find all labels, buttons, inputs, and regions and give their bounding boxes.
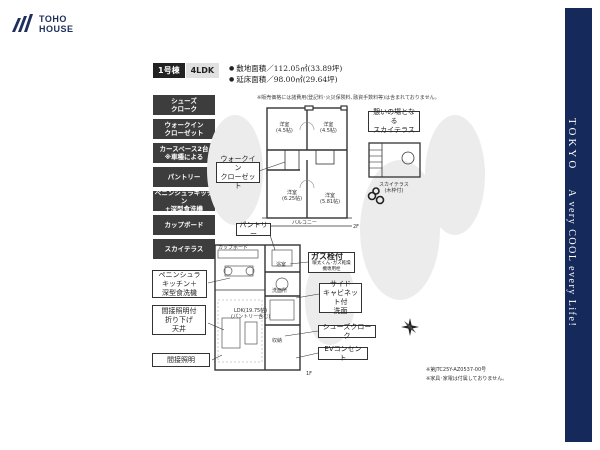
callout-text: スカイテラス [373,126,415,134]
floor-2-tag: 2F [353,224,360,230]
callout-text: 間接照明付 [161,306,197,315]
floor-1-plan [214,244,301,371]
price-note: ※販売価格には諸費用(登記料･火災保険料､融資手数料等)は含まれておりません。 [257,95,440,101]
room-size: (4.5帖) [276,128,293,134]
callout-text: 憩いの場となる [373,108,415,125]
feature-text: クローク [171,105,197,113]
room-2f-4: 洋室 (5.81帖) [320,193,340,205]
lot-number: 1号棟 [153,63,185,78]
feature-peninsula-kitchen: ペニンシュラキッチン +深型食洗機 [153,189,215,213]
feature-text: カップボード [164,221,204,229]
callout-walk-in-closet: ウォークイン クローゼット [216,155,260,190]
side-band: TOKYOA very COOL every Life! [565,8,592,442]
feature-text: シューズ [171,97,197,105]
floor-1-tag: 1F [306,371,313,377]
feature-sky-terrace: スカイテラス [153,239,215,259]
room-size: (4.5帖) [320,128,337,134]
ldk-label: LDK(19.75帖) (パントリー含む) [231,308,270,320]
bath-label: 浴室 [276,262,287,268]
callout-pantry: パントリー [236,221,271,238]
room-name: 洋室 [323,122,334,128]
callout-side-cabinet: サイド キャビネット付 洗面 [319,280,362,315]
room-2f-2: 洋室 (4.5帖) [320,122,337,134]
room-size: (5.81帖) [320,199,341,205]
callout-text: クローゼット [220,172,256,190]
sky-terrace-caption: スカイテラス (木枠付) [379,182,409,194]
callout-text: 折り下げ [165,315,193,324]
feature-text: パントリー [167,173,201,181]
ldk-sub: (パントリー含む) [231,314,271,320]
cupboard-label: カップボード [218,245,249,251]
room-size: (6.25帖) [282,196,303,202]
north-compass-icon [401,318,419,336]
caption-text: スカイテラス [379,182,409,188]
layout-type: 4LDK [185,63,220,78]
land-area: 敷地面積／112.05㎡(33.89坪) [229,63,342,74]
feature-text: +深型食洗機 [165,205,203,213]
feature-cupboard: カップボード [153,215,215,235]
feature-text: ウォークイン [164,121,204,129]
feature-shoes-closet: シューズ クローク [153,95,215,115]
feature-text: クローゼット [164,129,204,137]
callout-text: ペニンシュラ [158,270,201,279]
callout-text: サイド [330,280,351,288]
callout-sky-terrace: 憩いの場となる スカイテラス [368,108,420,134]
washroom-label: 洗面所 [272,288,288,294]
area-info: 敷地面積／112.05㎡(33.89坪) 延床面積／98.00㎡(29.64坪) [229,63,342,85]
callout-peninsula-kitchen: ペニンシュラ キッチン＋ 深型食洗機 [152,270,207,298]
room-2f-1: 洋室 (4.5帖) [276,122,293,134]
ldk-name: LDK(19.75帖) [234,308,268,314]
feature-walk-in-closet: ウォークイン クローゼット [153,119,215,139]
callout-shoes-closet: シューズクローク [318,323,376,340]
footnote-line: ※家具･家電は付属しておりません。 [426,376,508,382]
callout-text: ガス栓付 [311,252,343,261]
feature-pantry: パントリー [153,167,215,187]
brand-logo: TOHO HOUSE [12,14,74,34]
footnotes: ※第JTC25Y-AZ0537-00号 ※家具･家電は付属しておりません。 [426,366,507,384]
brand-name-line2: HOUSE [39,24,74,34]
lot-title: 1号棟 4LDK [153,63,220,78]
feature-car-space: カースペース2台 ※車種による [153,143,215,163]
callout-text: ウォークイン [220,154,256,172]
caption-sub: (木枠付) [384,188,404,194]
room-name: 洋室 [287,190,298,196]
callout-text: 天井 [172,324,186,333]
room-name: 洋室 [279,122,290,128]
feature-text: スカイテラス [164,245,204,253]
feature-text: ※車種による [164,153,204,161]
balcony-label: バルコニー [292,220,317,226]
callout-text: 洗面 [333,307,348,315]
room-2f-3: 洋室 (6.25帖) [282,190,302,202]
brand-name-line1: TOHO [39,14,67,24]
floor-area: 延床面積／98.00㎡(29.64坪) [229,74,342,85]
callout-sub: 暖太くん･ガス乾燥機専用栓 [312,261,351,272]
callout-ceiling-lighting: 間接照明付 折り下げ 天井 [152,305,206,335]
callout-text: 深型食洗機 [162,288,197,297]
feature-text: カースペース2台 [159,145,209,153]
sky-terrace-plan [368,142,421,178]
callout-gas-outlet: ガス栓付 暖太くん･ガス乾燥機専用栓 [308,252,355,273]
callout-ev-outlet: EVコンセント [318,345,368,362]
footnote-line: ※第JTC25Y-AZ0537-00号 [426,367,487,373]
callout-text: キャビネット付 [323,289,358,306]
callout-indirect-lighting: 間接照明 [152,353,210,367]
room-name: 洋室 [325,193,336,199]
brand-mark-icon [12,14,33,32]
feature-text: ペニンシュラキッチン [154,189,214,205]
callout-text: キッチン＋ [162,279,197,288]
storage-label: 収納 [272,338,283,344]
